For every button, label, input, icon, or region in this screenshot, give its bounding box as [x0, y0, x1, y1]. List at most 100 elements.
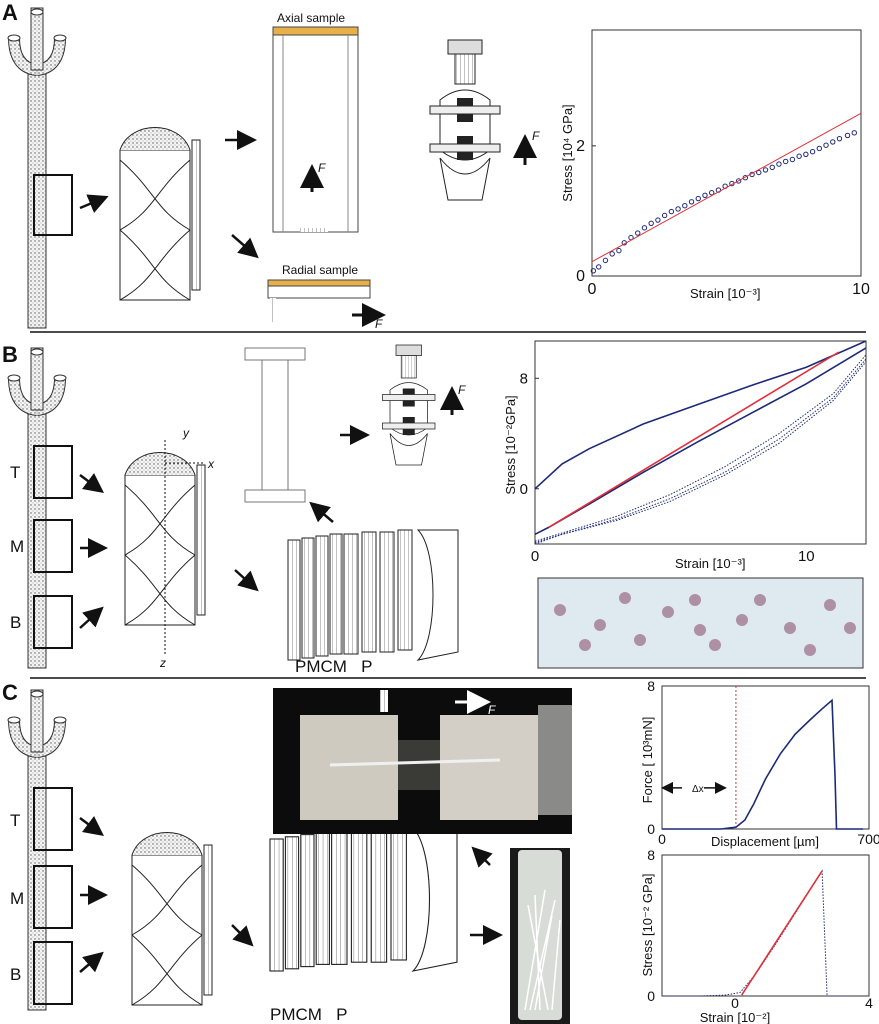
data-point	[769, 164, 775, 171]
data-point	[709, 189, 715, 196]
tensile-test-photo: F	[273, 688, 572, 834]
arrow	[231, 234, 259, 259]
data-point	[742, 175, 749, 181]
data-point	[844, 132, 851, 139]
axis-y-label: y	[182, 426, 190, 440]
data-point	[756, 169, 762, 176]
plot-frame	[661, 685, 870, 830]
data-point	[596, 264, 602, 270]
microscopy-image	[537, 577, 864, 669]
panel-label-b: B	[2, 342, 18, 367]
panel-label-c: C	[2, 680, 18, 705]
layer-labels: PMCM P	[295, 657, 372, 676]
data-point	[702, 192, 708, 199]
layers-illustration	[287, 529, 459, 661]
radial-sample-label: Radial sample	[282, 263, 358, 277]
x-tick-label: 700	[857, 831, 879, 847]
y-tick-label: 0	[576, 268, 585, 285]
sample-box	[33, 174, 73, 236]
data-point	[803, 151, 809, 158]
series-cycle-1	[534, 354, 867, 542]
tensile-grip-illustration	[429, 39, 501, 201]
data-point	[682, 203, 688, 209]
segment-label-m: M	[10, 537, 24, 556]
panel-label-a: A	[2, 0, 18, 25]
tensile-grip-illustration	[382, 344, 436, 466]
x-axis-label: Strain [10⁻³]	[675, 556, 745, 571]
y-tick-label: 8	[520, 370, 528, 387]
data-point	[836, 135, 843, 142]
y-axis-label: Force [ 10³mN]	[640, 717, 655, 804]
x-axis-label: Strain [10⁻³]	[690, 286, 760, 301]
force-label: F	[318, 161, 326, 175]
cell-mark	[554, 604, 566, 616]
axis-z-label: z	[159, 656, 166, 670]
axial-sample-label: Axial sample	[277, 11, 345, 25]
y-tick-label: 0	[520, 481, 528, 498]
cell-mark	[709, 639, 721, 651]
y-tick-label: 8	[647, 847, 655, 863]
plot-frame	[661, 854, 870, 997]
y-axis-label: Stress [10⁻² GPa]	[640, 874, 655, 977]
segment-label-b: B	[10, 613, 21, 632]
cell-mark	[694, 624, 706, 636]
data-point	[816, 145, 823, 152]
delta-x-label: Δx	[692, 784, 704, 795]
cylinder-illustration	[131, 832, 213, 1006]
panel-a: A Axial sample F Radial sample F F	[2, 0, 540, 331]
axial-sample: F	[272, 26, 359, 233]
x-tick-label: 0	[731, 995, 739, 1011]
x-tick-label: 0	[588, 281, 597, 298]
y-tick-label: 2	[576, 138, 585, 155]
data-point	[762, 167, 769, 173]
segment-boxes: T M B	[10, 787, 73, 1005]
series-unloading	[534, 340, 867, 490]
y-axis-label: Stress [10⁻²GPa]	[503, 395, 518, 494]
cell-mark	[784, 622, 796, 634]
data-point	[590, 268, 597, 274]
force-label: F	[375, 317, 383, 331]
radial-sample: F	[267, 279, 386, 331]
cell-mark	[736, 614, 748, 626]
x-tick-label: 10	[852, 281, 870, 298]
segment-label-t: T	[10, 811, 20, 830]
series-fit	[548, 351, 840, 529]
cell-mark	[579, 639, 591, 651]
data-point	[830, 139, 836, 145]
data-point	[823, 142, 829, 148]
data-point	[609, 251, 615, 257]
data-point	[796, 153, 802, 159]
data-point	[782, 158, 789, 165]
force-label: F	[458, 383, 466, 397]
segment-boxes: T M B	[10, 445, 73, 649]
x-tick-label: 0	[531, 548, 539, 565]
y-tick-label: 0	[647, 988, 655, 1004]
data-point	[776, 161, 782, 167]
plot-frame	[534, 340, 867, 545]
data-point	[735, 178, 742, 184]
cell-mark	[619, 592, 631, 604]
data-point	[655, 217, 661, 223]
y-tick-label: 8	[647, 678, 655, 694]
data-point	[695, 195, 701, 202]
cell-mark	[594, 619, 606, 631]
segment-label-m: M	[10, 889, 24, 908]
x-tick-label: 0	[658, 831, 666, 847]
series-cycle-3	[534, 361, 867, 544]
plot-frame	[591, 29, 862, 277]
cell-mark	[754, 594, 766, 606]
panel-c: C T M B PMCM P F	[2, 680, 572, 1024]
data-point	[635, 230, 641, 236]
cell-mark	[662, 606, 674, 618]
layer-labels: PMCM P	[270, 1005, 347, 1024]
x-axis-label: Displacement [µm]	[711, 834, 819, 849]
series-force	[662, 698, 864, 830]
cell-mark	[824, 599, 836, 611]
x-tick-label: 10	[798, 548, 815, 565]
data-point	[789, 156, 796, 163]
series-fit	[741, 870, 823, 996]
